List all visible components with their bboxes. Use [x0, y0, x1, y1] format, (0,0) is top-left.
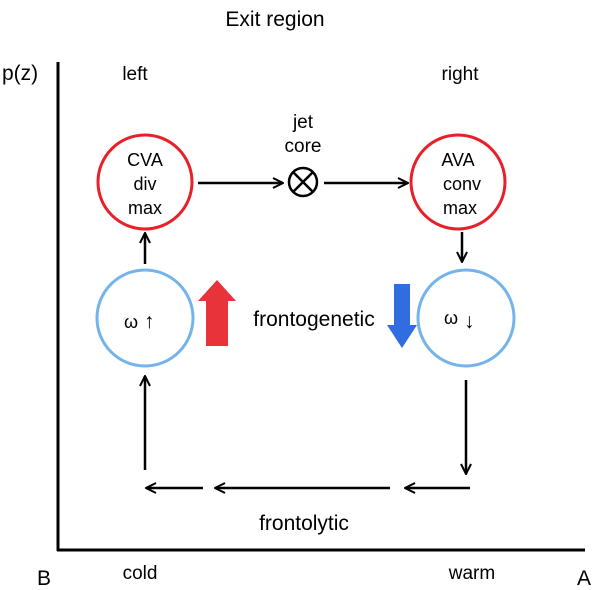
cva-max-label: max	[128, 198, 162, 218]
cva-div-label: div	[133, 174, 156, 194]
omega-left-arrow: ↑	[144, 310, 155, 333]
omega-right-circle	[416, 268, 516, 368]
ava-label: AVA	[441, 150, 474, 170]
omega-left-circle	[95, 268, 195, 368]
omega-right-symbol: ω	[444, 308, 458, 328]
ava-conv-label: conv	[443, 174, 481, 194]
frontogenetic-label: frontogenetic	[253, 308, 374, 331]
cold-label: cold	[123, 563, 158, 584]
frontolytic-label: frontolytic	[259, 512, 349, 535]
y-axis-label: p(z)	[2, 62, 38, 85]
cva-circle	[96, 133, 194, 231]
warm-label: warm	[448, 563, 495, 584]
origin-label: B	[37, 567, 51, 590]
cva-label: CVA	[127, 150, 163, 170]
ava-max-label: max	[443, 198, 477, 218]
x-axis-end-label: A	[577, 567, 591, 590]
right-side-label: right	[442, 64, 480, 85]
jet-core-into-page-icon	[287, 166, 319, 198]
core-label: core	[285, 136, 322, 157]
omega-left-symbol: ω	[124, 312, 138, 332]
jet-label: jet	[292, 112, 314, 133]
left-side-label: left	[122, 64, 148, 85]
ava-circle	[409, 133, 507, 231]
circulation-arrows	[145, 183, 470, 488]
title: Exit region	[225, 8, 324, 31]
frontogenetic-down-arrow	[387, 284, 417, 348]
omega-right-arrow: ↓	[464, 310, 475, 333]
frontogenetic-up-arrow	[198, 280, 236, 346]
